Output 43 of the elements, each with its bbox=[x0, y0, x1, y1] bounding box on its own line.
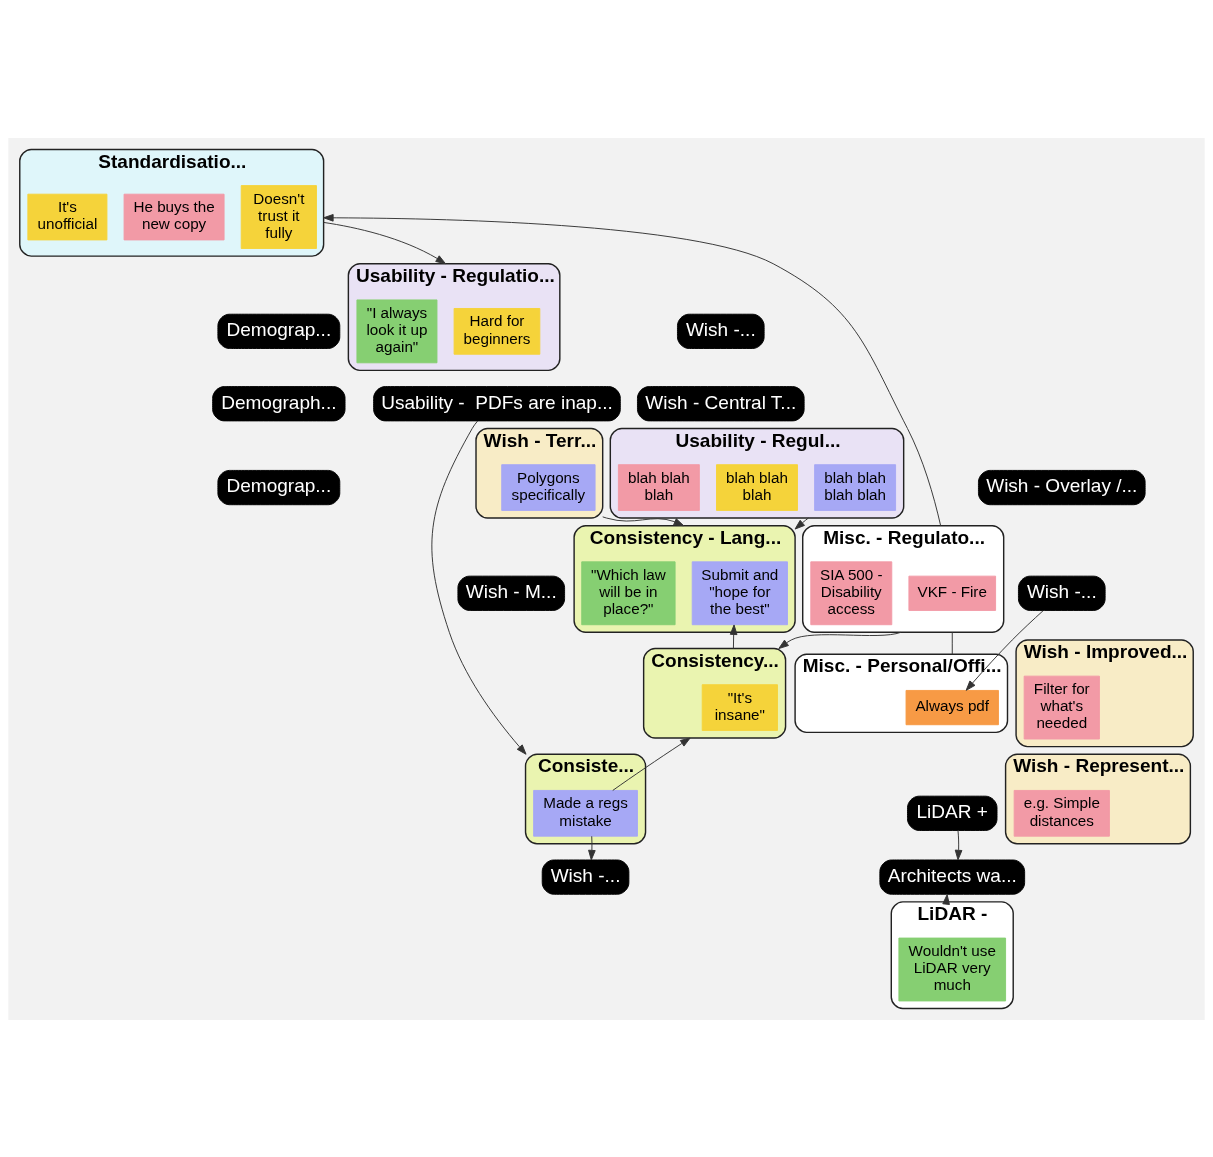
node-box: Wouldn't use LiDAR very much bbox=[898, 937, 1007, 1001]
node-box: SIA 500 - Disability access bbox=[810, 560, 893, 625]
arrow bbox=[323, 221, 446, 264]
node-box: "Which law will be in place?" bbox=[581, 560, 676, 625]
node-box: Submit and "hope for the best" bbox=[691, 560, 788, 625]
node-box: Filter for what's needed bbox=[1023, 675, 1100, 739]
node-box: "I always look it up again" bbox=[356, 298, 438, 363]
node-box: blah blah blah bbox=[716, 463, 798, 511]
node-box: It's unofficial bbox=[27, 193, 108, 240]
arrow bbox=[588, 835, 596, 860]
connector bbox=[951, 631, 953, 655]
arrow bbox=[323, 213, 942, 526]
node-box: blah blah blah bbox=[617, 463, 700, 511]
node-box: Wish - Central T... bbox=[637, 385, 805, 421]
arrow bbox=[602, 515, 685, 526]
node-box: Polygons specifically bbox=[501, 463, 596, 511]
node-box: Demograp... bbox=[217, 469, 341, 505]
node-box: Wish -... bbox=[1017, 575, 1106, 611]
node-box: Demograph... bbox=[212, 385, 346, 421]
arrow bbox=[612, 737, 691, 791]
arrow bbox=[794, 517, 809, 530]
node-box: Wish -... bbox=[541, 859, 630, 895]
node-box: Wish -... bbox=[677, 313, 765, 349]
node-box: Always pdf bbox=[905, 689, 999, 725]
arrow bbox=[431, 420, 527, 755]
node-box: Hard for beginners bbox=[453, 307, 541, 355]
arrow bbox=[965, 609, 1044, 691]
node-box: LiDAR + bbox=[907, 795, 998, 831]
node-box: blah blah blah blah bbox=[814, 463, 897, 511]
arrow bbox=[729, 623, 738, 649]
node-box: Wish - M... bbox=[457, 575, 566, 611]
node-box: VKF - Fire bbox=[908, 575, 997, 611]
node-box: Usability - PDFs are inap... bbox=[373, 385, 621, 421]
node-box: Made a regs mistake bbox=[533, 789, 638, 837]
node-box: Doesn't trust it fully bbox=[240, 184, 317, 249]
node-box: Architects wa... bbox=[879, 859, 1026, 895]
node-box: He buys the new copy bbox=[123, 193, 225, 240]
node-box: Wish - Overlay /... bbox=[977, 469, 1146, 505]
node-box: e.g. Simple distances bbox=[1013, 789, 1110, 837]
node-box: Demograp... bbox=[217, 313, 341, 349]
node-box: "It's insane" bbox=[701, 683, 778, 731]
arrow bbox=[778, 631, 902, 649]
arrow bbox=[954, 829, 963, 860]
